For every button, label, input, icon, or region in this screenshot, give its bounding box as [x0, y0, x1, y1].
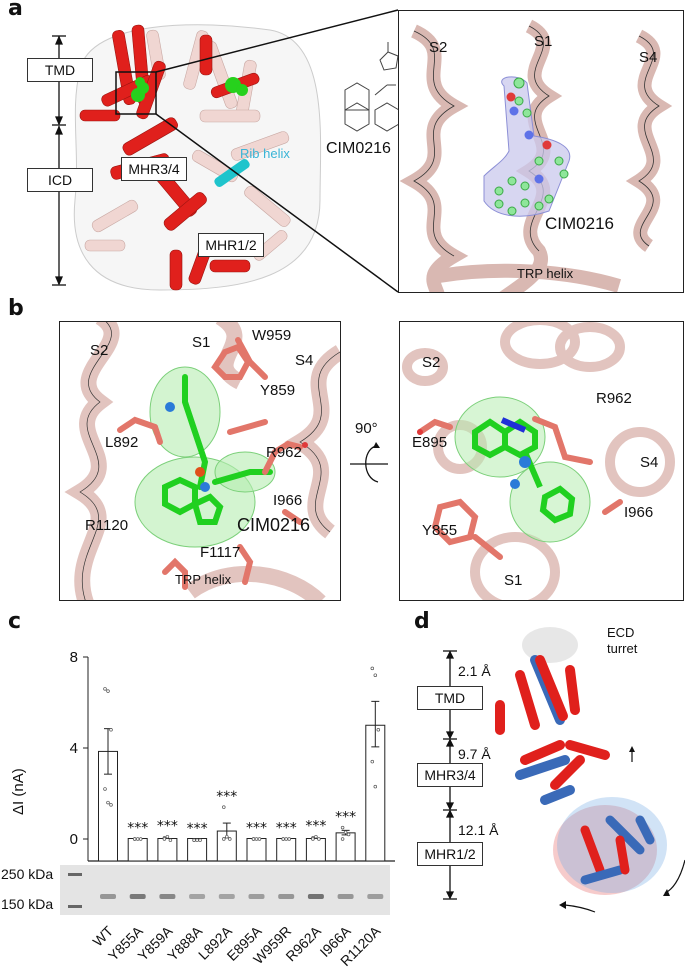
trp-helix-label: TRP helix [175, 572, 232, 587]
svg-text:8: 8 [70, 649, 78, 666]
distance-mhr12: 12.1 Å [458, 822, 499, 838]
domain-label-tmd: TMD [417, 686, 483, 710]
panel-b-right-view: S2 S4 S1 R962 E895 Y855 I966 [399, 321, 684, 601]
residue-w959: W959 [252, 327, 292, 344]
residue-l892: L892 [105, 434, 139, 451]
distance-mhr34: 9.7 Å [458, 746, 491, 762]
svg-text:Y888A: Y888A [164, 922, 206, 964]
ligand-label: CIM0216 [545, 214, 614, 233]
ligand-label: CIM0216 [237, 515, 311, 535]
trp-helix-label: TRP helix [517, 266, 574, 281]
residue-r962: R962 [266, 444, 302, 461]
residue-i966: I966 [624, 504, 654, 521]
panel-c-letter: c [8, 609, 22, 634]
panel-b-letter: b [8, 296, 24, 321]
binding-pocket-graphic [399, 19, 673, 292]
svg-text:***: *** [305, 819, 326, 835]
domain-label-icd: ICD [27, 168, 93, 192]
svg-text:***: *** [246, 821, 267, 837]
residue-y859: Y859 [260, 382, 296, 399]
residue-r1120: R1120 [85, 517, 129, 534]
bar-chart-plot: 048WT***Y855A***Y859A***Y888A***L892A***… [70, 649, 395, 968]
svg-text:***: *** [187, 821, 208, 837]
domain-label-mhr12: MHR1/2 [417, 842, 483, 866]
side-view-graphic [64, 322, 340, 600]
helix-label-s2: S2 [90, 342, 109, 359]
svg-text:***: *** [276, 821, 297, 837]
distance-tmd: 2.1 Å [458, 663, 491, 679]
panel-b-left-view: S2 S1 S4 W959 Y859 L892 R962 I966 R1120 … [59, 321, 341, 601]
region-label-mhr12: MHR1/2 [198, 233, 264, 257]
y-axis-label: ΔI (nA) [10, 768, 27, 815]
helix-label-s1: S1 [192, 334, 211, 351]
ecd-label: ECD [607, 625, 635, 640]
helix-label-s2: S2 [422, 354, 441, 371]
turret-label: turret [607, 641, 638, 656]
domain-label-mhr34: MHR3/4 [417, 763, 483, 787]
western-blot [60, 865, 390, 915]
helix-label-s1: S1 [504, 572, 523, 589]
rotation-label: 90° [355, 420, 378, 437]
svg-text:***: *** [335, 810, 356, 826]
gel-image [68, 873, 384, 908]
domain-label-tmd: TMD [27, 58, 93, 82]
svg-text:***: *** [157, 819, 178, 835]
residue-i966: I966 [273, 492, 303, 509]
svg-text:***: *** [127, 821, 148, 837]
helix-label-s4: S4 [640, 454, 659, 471]
helix-label-s1: S1 [534, 33, 553, 50]
residue-e895: E895 [412, 434, 448, 451]
helix-label-s4: S4 [639, 49, 658, 66]
panel-a-letter: a [8, 0, 23, 21]
helix-label-s4: S4 [295, 352, 314, 369]
region-label-mhr34: MHR3/4 [121, 157, 187, 181]
helix-label-s2: S2 [429, 39, 448, 56]
residue-y855: Y855 [422, 522, 458, 539]
gel-marker-150: 150 kDa [1, 896, 54, 912]
compound-name-label: CIM0216 [326, 140, 391, 157]
svg-text:4: 4 [70, 740, 78, 757]
rib-helix-label: Rib helix [240, 146, 290, 161]
residue-r962: R962 [596, 390, 632, 407]
residue-f1117: F1117 [200, 544, 241, 561]
svg-text:0: 0 [70, 831, 78, 848]
svg-text:***: *** [216, 789, 237, 805]
top-view-graphic [402, 322, 675, 600]
gel-marker-250: 250 kDa [1, 866, 54, 882]
panel-d-letter: d [414, 609, 430, 634]
panel-a-inset: S2 S1 S4 CIM0216 TRP helix [398, 10, 684, 293]
